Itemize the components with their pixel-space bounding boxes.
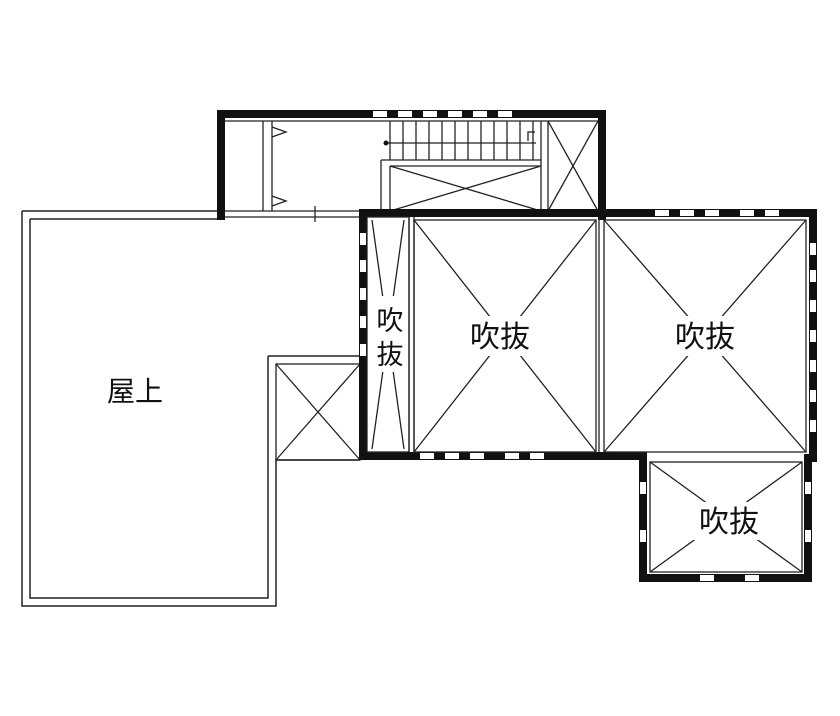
narrow-void-label: 吹 抜 bbox=[377, 306, 404, 371]
small-void-box bbox=[275, 363, 361, 461]
stair-block bbox=[217, 110, 606, 222]
stair-block-interior bbox=[225, 120, 599, 222]
stair-block-walls bbox=[217, 110, 606, 220]
rooftop-outline-outer bbox=[21, 210, 360, 607]
narrow-void-label-char-1: 吹 bbox=[377, 306, 404, 337]
stair-block-windows bbox=[373, 111, 512, 117]
narrow-void-label-char-2: 抜 bbox=[377, 340, 404, 371]
rooftop-outline-inner bbox=[29, 218, 269, 599]
stair-start-dot bbox=[383, 140, 389, 146]
center-void-label: 吹抜 bbox=[470, 320, 530, 355]
right-void-label: 吹抜 bbox=[675, 320, 735, 355]
lower-right-void-label: 吹抜 bbox=[699, 505, 759, 540]
rooftop-label: 屋上 bbox=[107, 375, 163, 408]
rooftop-area bbox=[21, 210, 360, 607]
label-backgrounds bbox=[373, 296, 766, 540]
main-block-walls bbox=[359, 209, 817, 582]
main-block-windows bbox=[360, 210, 816, 581]
